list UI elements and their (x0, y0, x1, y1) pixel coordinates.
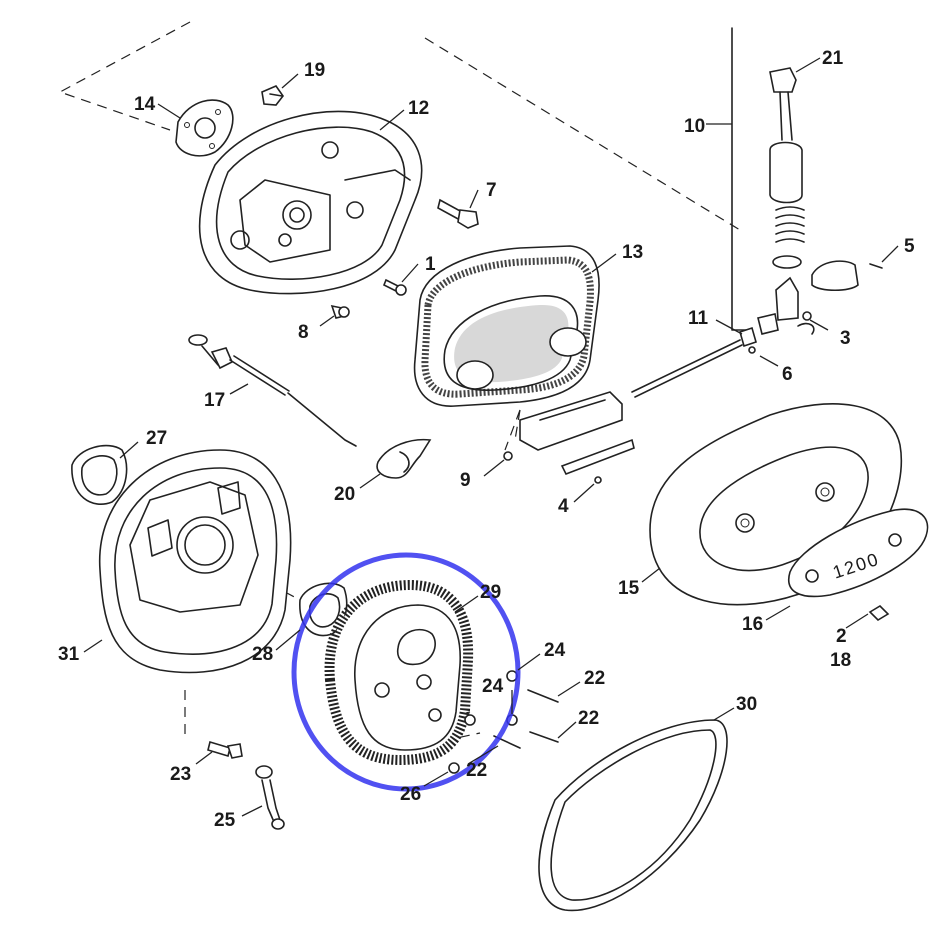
callout-17: 17 (204, 390, 225, 411)
seal-ring-part-30 (538, 719, 728, 912)
bracket-part-20 (376, 438, 432, 479)
callout-6: 6 (782, 364, 793, 385)
callout-2: 2 (836, 626, 847, 647)
fitting-part-19 (261, 85, 284, 106)
breather-rod (631, 339, 743, 398)
callout-21: 21 (822, 48, 844, 69)
bolt-part-7 (437, 198, 479, 229)
callout-28: 28 (252, 644, 273, 665)
callout-20: 20 (334, 484, 355, 505)
callout-12: 12 (408, 98, 429, 119)
filter-part-29 (324, 579, 474, 766)
highlight-circle (291, 552, 521, 792)
cable-part-17 (188, 334, 357, 447)
gasket-part-14 (175, 99, 234, 157)
badge-part-16: 1200 (788, 508, 929, 622)
callout-13: 13 (622, 242, 643, 263)
callout-10: 10 (684, 116, 705, 137)
callout-7: 7 (486, 180, 497, 201)
callout-23: 23 (170, 764, 191, 785)
callout-22-bottom: 22 (466, 760, 487, 781)
callout-27: 27 (146, 428, 167, 449)
backplate-part-12 (198, 110, 423, 295)
leader-lines (83, 57, 899, 817)
screw-part-8 (330, 304, 350, 319)
callout-24-top: 24 (544, 640, 566, 661)
callout-labels: 1 2 3 4 5 6 7 8 9 10 11 12 13 14 15 16 1… (58, 48, 915, 831)
callout-14: 14 (134, 94, 156, 115)
callout-15: 15 (618, 578, 640, 599)
callout-5: 5 (904, 236, 915, 257)
screw-part-1 (382, 278, 407, 296)
callout-24-bottom: 24 (482, 676, 504, 697)
callout-30: 30 (736, 694, 757, 715)
callout-11: 11 (688, 308, 709, 329)
bolt-part-23 (207, 740, 243, 759)
callout-3: 3 (840, 328, 851, 349)
callout-8: 8 (298, 322, 309, 343)
callout-22-top: 22 (584, 668, 605, 689)
callout-26: 26 (400, 784, 421, 805)
callout-9: 9 (460, 470, 471, 491)
callout-18: 18 (830, 650, 851, 671)
callout-19: 19 (304, 60, 325, 81)
housing-part-31 (98, 449, 292, 674)
hardware-parts-11-3-6 (739, 311, 815, 354)
callout-31: 31 (58, 644, 80, 665)
gasket-part-27 (71, 444, 128, 505)
hose-part-25 (255, 765, 285, 830)
breather-assembly-part-10 (731, 27, 805, 331)
callout-4: 4 (558, 496, 569, 517)
bracket-part-9 (503, 391, 635, 484)
callout-25: 25 (214, 810, 236, 831)
callout-16: 16 (742, 614, 763, 635)
filter-element-part-13 (413, 245, 600, 407)
callout-22-middle: 22 (578, 708, 599, 729)
clamp-part-5 (811, 260, 883, 292)
callout-29: 29 (480, 582, 501, 603)
callout-1: 1 (425, 254, 436, 275)
